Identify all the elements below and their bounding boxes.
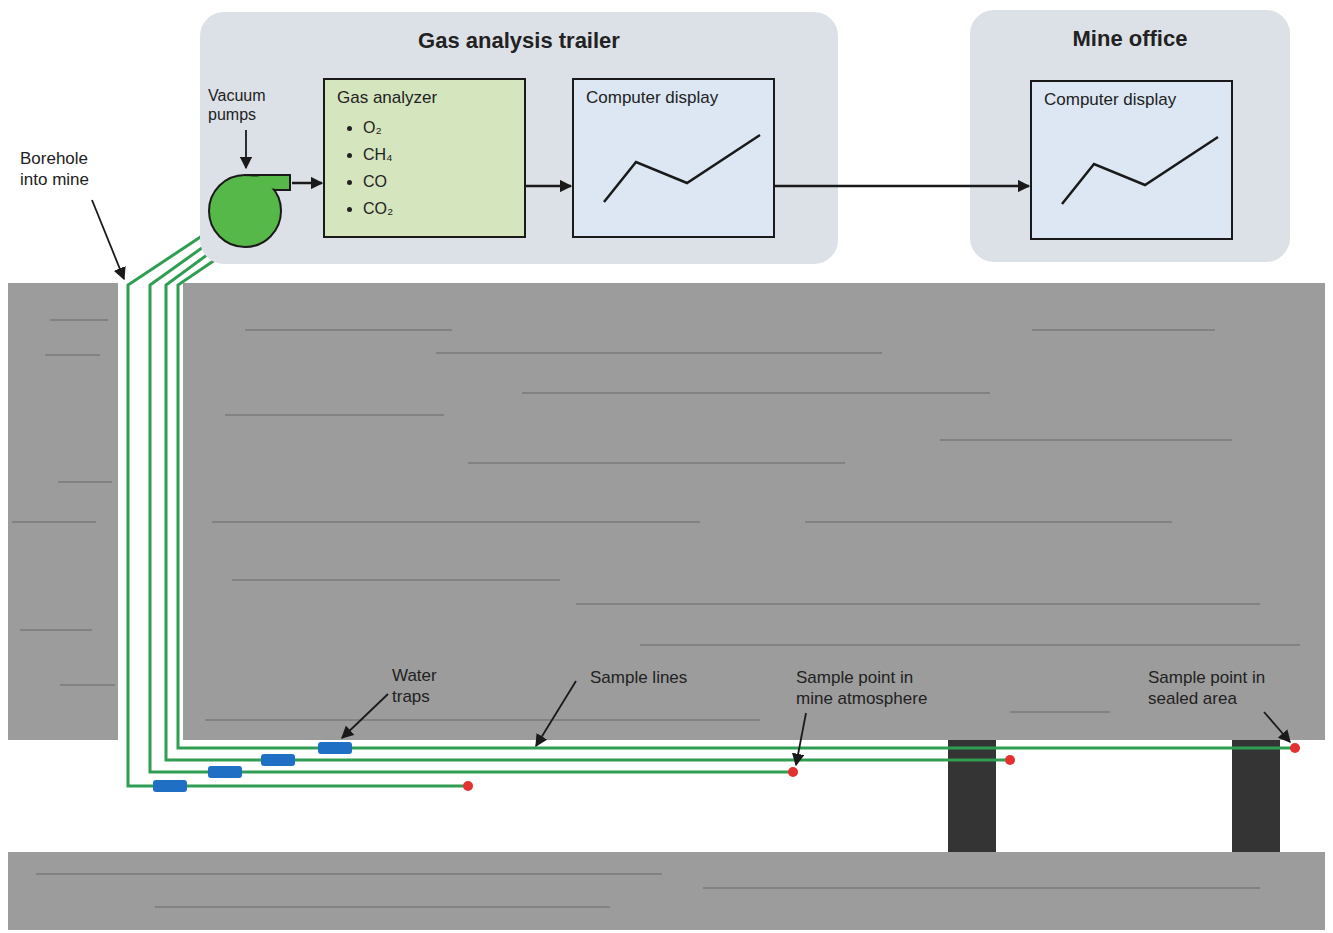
rock-strata: [8, 283, 118, 740]
office-panel: Mine officeComputer display: [970, 10, 1290, 262]
rock-strata: [183, 283, 1325, 740]
panel-heading: Gas analysis trailer: [200, 12, 838, 54]
panel-heading: Mine office: [970, 10, 1290, 52]
box-label: Vacuum pumps: [208, 86, 292, 124]
vacuum-pump: Vacuum pumps: [208, 86, 292, 256]
data-flow-arrow: [526, 185, 571, 188]
callout-label: Borehole into mine: [20, 148, 120, 190]
rock-texture: [12, 320, 1300, 907]
gas-list: O₂CH₄COCO₂: [337, 114, 512, 222]
gas-item: CH₄: [363, 141, 512, 168]
data-flow-arrow: [292, 182, 322, 185]
gas-item: CO₂: [363, 195, 512, 222]
gas-analyzer-box: Gas analyzerO₂CH₄COCO₂: [323, 78, 526, 238]
callout-label: Water traps: [392, 665, 462, 707]
computer-display: Computer display: [1030, 80, 1233, 240]
computer-display: Computer display: [572, 78, 775, 238]
box-label: Computer display: [586, 88, 761, 108]
gas-item: O₂: [363, 114, 512, 141]
callout-label: Sample point in sealed area: [1148, 667, 1298, 709]
rock-floor: [8, 852, 1325, 930]
seal: [1232, 740, 1280, 852]
sample-points: [463, 743, 1300, 791]
trailer-panel: Gas analysis trailerVacuum pumps Gas anal…: [200, 12, 838, 264]
seal: [948, 740, 996, 852]
box-label: Computer display: [1044, 90, 1219, 110]
gas-item: CO: [363, 168, 512, 195]
box-label: Gas analyzer: [337, 88, 512, 108]
callout-label: Sample lines: [590, 667, 730, 688]
data-flow-arrow: [775, 185, 1029, 188]
water-traps: [153, 742, 352, 792]
leader-lines: [92, 200, 1290, 765]
callout-label: Sample point in mine atmosphere: [796, 667, 946, 709]
sample-lines: [128, 228, 1295, 786]
